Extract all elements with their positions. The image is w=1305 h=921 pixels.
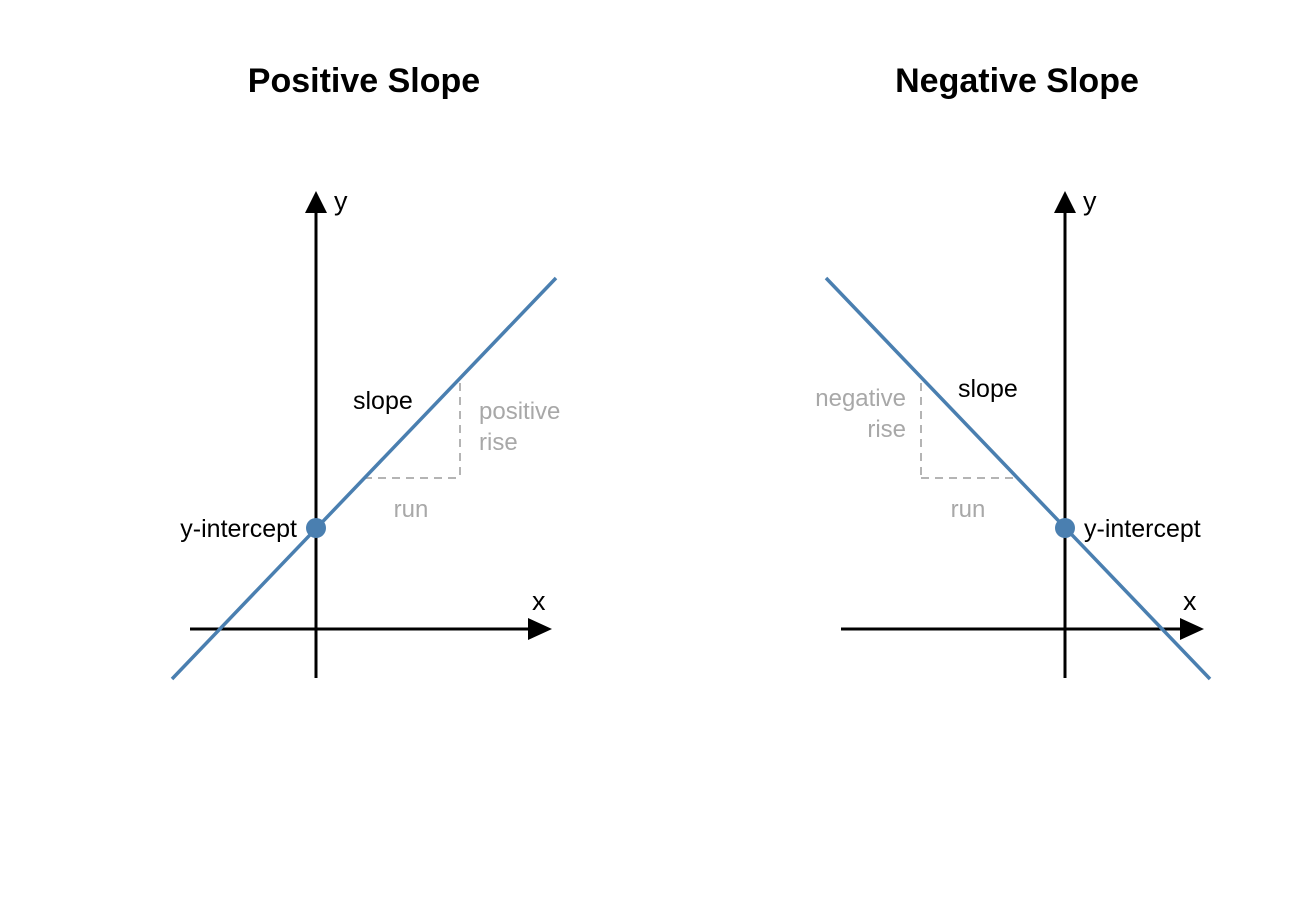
negative-y-axis-label: y <box>1083 186 1097 216</box>
negative-y-intercept-label: y-intercept <box>1084 515 1201 543</box>
negative-y-intercept-point <box>1055 518 1075 538</box>
negative-slope-label: slope <box>958 375 1018 403</box>
negative-run-label: run <box>951 496 986 523</box>
positive-x-axis-arrow <box>528 618 552 640</box>
negative-x-axis-label: x <box>1183 586 1197 616</box>
negative-rise-label-line1: negative <box>815 385 906 412</box>
negative-rise-label-line2: rise <box>867 416 906 443</box>
positive-y-intercept-point <box>306 518 326 538</box>
positive-rise-label-line1: positive <box>479 398 560 425</box>
positive-slope-line <box>170 276 558 681</box>
positive-slope-title: Positive Slope <box>248 62 480 100</box>
positive-y-axis-arrow <box>305 191 327 213</box>
negative-rise-run-guide <box>920 383 1017 479</box>
positive-rise-label-line2: rise <box>479 429 518 456</box>
positive-y-intercept-label: y-intercept <box>180 515 297 543</box>
negative-slope-line <box>824 276 1212 681</box>
negative-y-axis-arrow <box>1054 191 1076 213</box>
positive-rise-run-guide <box>364 383 461 479</box>
negative-slope-panel: Negative Slope y x slope negative rise r… <box>815 62 1212 681</box>
positive-x-axis-label: x <box>532 586 546 616</box>
positive-run-label: run <box>394 496 429 523</box>
positive-slope-label: slope <box>353 387 413 415</box>
positive-slope-panel: Positive Slope y x slope positive rise r… <box>170 62 560 681</box>
negative-x-axis-arrow <box>1180 618 1204 640</box>
negative-slope-title: Negative Slope <box>895 62 1139 100</box>
positive-y-axis-label: y <box>334 186 348 216</box>
